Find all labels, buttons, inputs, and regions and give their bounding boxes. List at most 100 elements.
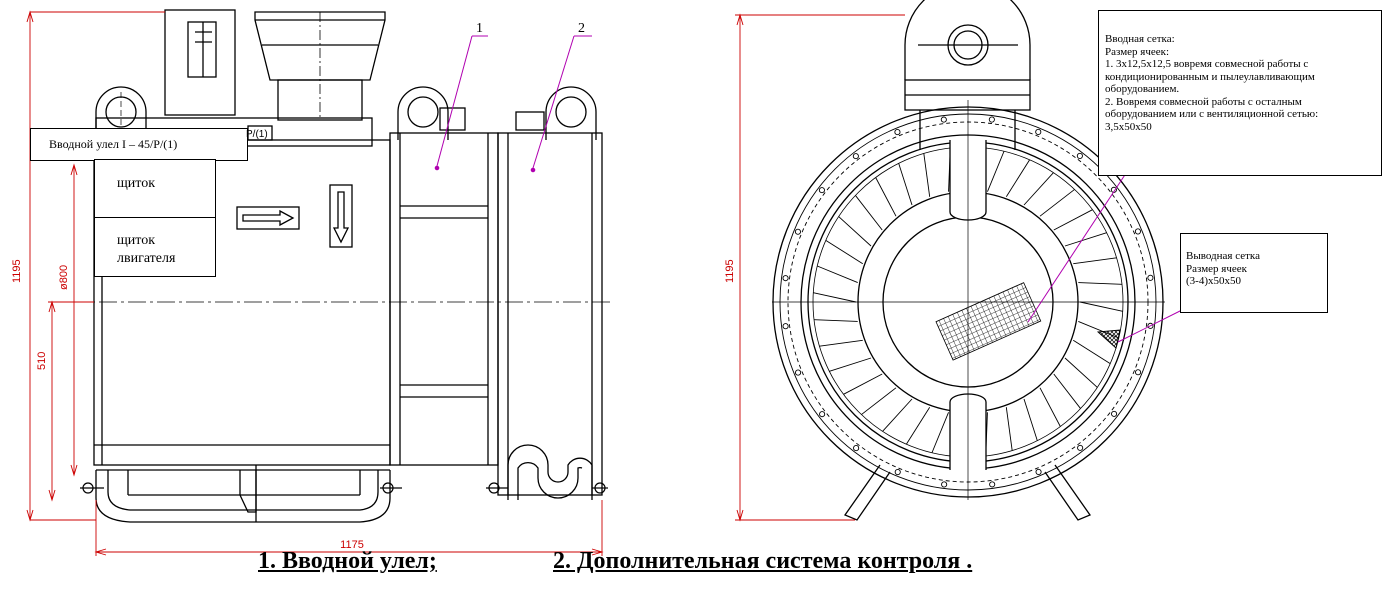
radial-ribs [813,147,1123,457]
rib-line [875,177,897,217]
rib-line [1079,301,1123,312]
inlet-note-line-4: кондиционированным и пылеулавливающим [1105,70,1315,83]
rib-line [923,153,931,197]
rib-line [882,398,913,432]
control-module-frame [497,111,603,500]
inlet-note-line-6: 2. Вовремя совмесной работы с осталным [1105,95,1302,108]
outlet-note-line-3: (3-4)х50х50 [1186,275,1241,287]
ring-bolt [818,187,825,194]
rib-line [1073,339,1111,365]
ring-bolt [1035,128,1042,135]
flow-arrow-vertical [329,184,353,248]
rib-line [1023,398,1038,441]
marker-2: 2 [578,21,585,36]
foot-bolts [80,482,608,494]
rib-line [843,373,883,395]
ring-bolt [941,481,948,488]
inlet-designation-label: Вводной улел I – 45/P/(1) [30,128,248,161]
ring-bolt [989,481,996,488]
ring-bolt [988,116,995,123]
rib-line [1064,232,1107,247]
rib-line [819,339,863,347]
ring-bolt [794,228,801,235]
left-leaders [434,35,592,173]
rib-line [817,265,858,283]
ring-bolt [782,275,789,282]
inlet-note-line-2: Размер ячеек: [1105,45,1170,58]
rib-line [931,412,949,453]
ring-bolt [852,153,859,160]
marker-1: 1 [476,21,483,36]
ring-bolt [1076,152,1083,159]
base-skid [95,465,391,523]
left-lifting-eye [95,86,147,135]
top-housing [904,0,1031,80]
motor-panel-line-2: лвигателя [117,251,176,266]
ring-bolt [1147,274,1154,281]
caption-item-1: 1. Вводной улел; [258,548,437,574]
right-dimensions [735,13,905,522]
rib-line [813,292,857,303]
ring-bolt [795,369,802,376]
rib-line [1064,357,1098,388]
right-lifting-eye [545,86,597,140]
caption-item-2: 2. Дополнительная система контроля . [553,548,973,574]
left-height-dimension: 1195 [11,259,23,283]
outlet-note-line-1: Выводная сетка [1186,250,1260,262]
ring-bolt [894,129,901,136]
rib-line [829,357,872,372]
clamp-fitting [187,21,217,78]
ring-bolt [1147,322,1154,329]
inlet-note-line-8: 3,5х50х50 [1105,120,1152,133]
rib-line [987,151,1005,192]
inlet-note-line-5: оборудованием. [1105,83,1180,95]
flow-arrow-horizontal [236,206,300,230]
inlet-mesh-note-text: Вводная сетка:Размер ячеек:1. 3х12,5х12,… [1105,33,1318,133]
motor-panel-box: щиток лвигателя [94,217,216,277]
inlet-designation-tail: P/(1) [246,129,268,140]
ring-bolt [1035,468,1042,475]
rib-line [1023,172,1054,206]
figure-caption: 1. Вводной улел; 2. Дополнительная систе… [0,548,1398,588]
rib-line [905,407,931,445]
inlet-module-frame [389,107,499,466]
rib-line [1053,209,1093,231]
inlet-note-line-3: 1. 3х12,5х12,5 вовремя совмесной работы … [1105,58,1309,70]
axis-height-dimension: 510 [36,352,48,370]
ring-bolt [1111,410,1118,417]
motor-panel-label: щиток лвигателя [117,232,175,268]
rib-line [825,239,863,265]
ring-bolt [894,469,901,476]
ring-bolt [819,411,826,418]
rib-line [855,195,883,231]
ring-bolt [940,116,947,123]
ring-bolt [853,445,860,452]
inlet-mesh-sample [935,282,1042,361]
outlet-note-line-2: Размер ячеек [1186,262,1247,275]
rib-line [1078,282,1123,285]
ring-bolt [1135,369,1142,376]
left-dimensions [26,10,604,556]
ring-bolt [1077,444,1084,451]
ring-bolt [782,323,789,330]
center-lifting-eye [397,86,449,140]
rib-line [861,387,897,415]
inlet-designation-text: Вводной улел I – 45/P/(1) [49,137,178,151]
right-leg [1044,464,1091,521]
left-leg [844,464,891,521]
top-column [164,9,236,116]
right-height-dimension: 1195 [724,259,736,283]
rib-line [898,163,913,206]
inlet-note-line-7: оборудованием или с вентиляционной сетью… [1105,108,1319,120]
right-view [772,0,1165,521]
width-dimension: 1175 [340,539,364,551]
right-leaders [1027,154,1183,343]
inlet-note-line-1: Вводная сетка: [1105,33,1175,45]
rib-line [1005,159,1031,197]
rib-line [838,216,872,247]
rib-line [1053,373,1081,409]
